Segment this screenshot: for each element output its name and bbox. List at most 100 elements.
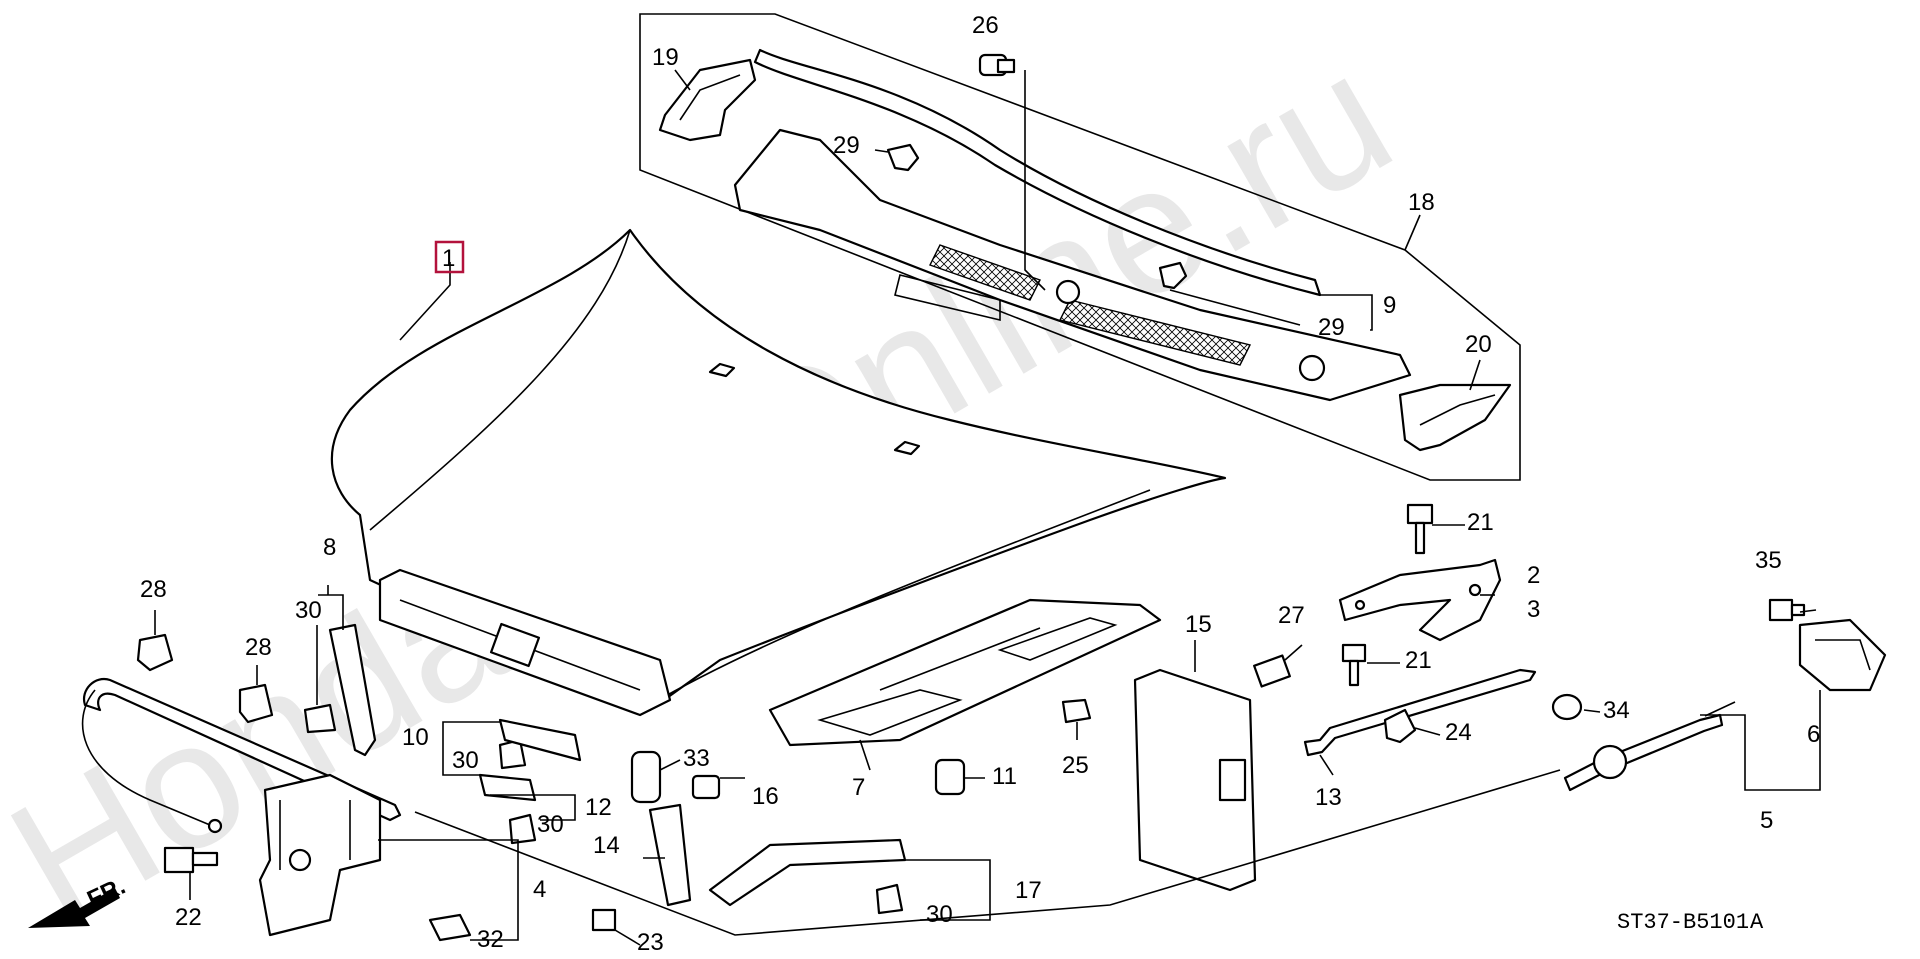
leader-9 xyxy=(1320,294,1373,331)
callout-18[interactable]: 18 xyxy=(1408,189,1435,216)
bolt-21-upper[interactable] xyxy=(1406,503,1434,555)
clip-30-a[interactable] xyxy=(303,703,337,734)
leader-35 xyxy=(1799,609,1817,613)
bolt-23[interactable] xyxy=(591,908,617,932)
bolt-21-lower[interactable] xyxy=(1341,643,1367,687)
callout-12[interactable]: 12 xyxy=(585,794,612,821)
hood-latch[interactable] xyxy=(258,773,382,937)
leader-17-30 xyxy=(905,859,991,921)
callout-26[interactable]: 26 xyxy=(972,12,999,39)
callout-14[interactable]: 14 xyxy=(593,832,620,859)
callout-29-lower[interactable]: 29 xyxy=(1318,314,1345,341)
rod-holder-24[interactable] xyxy=(1383,708,1417,744)
callout-30-d[interactable]: 30 xyxy=(926,901,953,928)
clip-25[interactable] xyxy=(1061,698,1092,724)
callout-2[interactable]: 2 xyxy=(1527,562,1540,589)
cowl-top-panel[interactable] xyxy=(733,128,1412,402)
bracket-14[interactable] xyxy=(648,803,692,907)
callout-21-lower[interactable]: 21 xyxy=(1405,647,1432,674)
callout-33[interactable]: 33 xyxy=(683,745,710,772)
leader-4 xyxy=(378,839,519,941)
hood-emblem-mark xyxy=(708,362,736,378)
callout-30-b[interactable]: 30 xyxy=(452,747,479,774)
clip-28-lower[interactable] xyxy=(238,683,274,724)
leader-19 xyxy=(674,69,691,91)
diagram-code: ST37-B5101 xyxy=(1617,910,1749,935)
clip-32[interactable] xyxy=(428,913,472,942)
callout-27[interactable]: 27 xyxy=(1278,602,1305,629)
callout-17[interactable]: 17 xyxy=(1015,877,1042,904)
bracket-8[interactable] xyxy=(328,623,377,757)
hood-insulator[interactable] xyxy=(768,598,1162,747)
cowl-group-frame xyxy=(639,13,1521,481)
hood-support-rod[interactable] xyxy=(1303,668,1537,757)
hood-front-frame[interactable] xyxy=(378,568,672,717)
leader-8 xyxy=(318,585,344,630)
clip-29-upper[interactable] xyxy=(886,143,920,172)
callout-19[interactable]: 19 xyxy=(652,44,679,71)
leader-1 xyxy=(399,262,451,341)
callout-30-a[interactable]: 30 xyxy=(295,597,322,624)
stay-12[interactable] xyxy=(478,773,537,802)
callout-9[interactable]: 9 xyxy=(1383,292,1396,319)
stay-17[interactable] xyxy=(708,838,907,907)
hood-hinge[interactable] xyxy=(1338,558,1502,642)
callout-28-lower[interactable]: 28 xyxy=(245,634,272,661)
nut-27[interactable] xyxy=(1253,654,1291,688)
diagram-code-suffix: A xyxy=(1750,910,1764,935)
leader-12 xyxy=(490,794,576,821)
hood-panel[interactable] xyxy=(330,228,1227,712)
release-handle[interactable] xyxy=(1798,618,1887,692)
rubber-bumper-16[interactable] xyxy=(691,774,721,800)
bolt-35[interactable] xyxy=(1768,598,1806,622)
callout-32[interactable]: 32 xyxy=(477,926,504,953)
callout-13[interactable]: 13 xyxy=(1315,784,1342,811)
callout-11[interactable]: 11 xyxy=(992,763,1017,790)
callout-1-highlight-box xyxy=(434,240,465,274)
hood-release-cable[interactable] xyxy=(1563,701,1736,792)
callout-28-upper[interactable]: 28 xyxy=(140,576,167,603)
callout-8[interactable]: 8 xyxy=(323,534,336,561)
callout-30-c[interactable]: 30 xyxy=(537,811,564,838)
cushion-11[interactable] xyxy=(934,758,966,796)
seal-plate-15[interactable] xyxy=(1133,668,1257,892)
callout-35[interactable]: 35 xyxy=(1755,547,1782,574)
clip-28-upper[interactable] xyxy=(136,633,174,672)
callout-1[interactable]: 1 xyxy=(442,245,455,272)
clip-26[interactable] xyxy=(978,53,1016,77)
clip-30-d[interactable] xyxy=(875,883,904,915)
grommet-34[interactable] xyxy=(1551,693,1583,721)
callout-15[interactable]: 15 xyxy=(1185,611,1212,638)
leader-29a xyxy=(874,149,889,153)
clip-30-c[interactable] xyxy=(508,813,537,845)
cowl-side-bracket-right[interactable] xyxy=(1398,383,1512,452)
rubber-bumper-33[interactable] xyxy=(630,750,662,804)
leader-7 xyxy=(859,739,871,771)
leader-27 xyxy=(1284,644,1303,661)
callout-22[interactable]: 22 xyxy=(175,904,202,931)
callout-7[interactable]: 7 xyxy=(852,774,865,801)
callout-5[interactable]: 5 xyxy=(1760,807,1773,834)
callout-3[interactable]: 3 xyxy=(1527,596,1540,623)
callout-20[interactable]: 20 xyxy=(1465,331,1492,358)
leader-20 xyxy=(1469,359,1481,391)
bolt-22[interactable] xyxy=(163,846,219,874)
callout-16[interactable]: 16 xyxy=(752,783,779,810)
stay-10[interactable] xyxy=(498,718,582,762)
callout-6[interactable]: 6 xyxy=(1807,721,1820,748)
callout-4[interactable]: 4 xyxy=(533,876,546,903)
callout-21-upper[interactable]: 21 xyxy=(1467,509,1494,536)
callout-10[interactable]: 10 xyxy=(402,724,429,751)
callout-34[interactable]: 34 xyxy=(1603,697,1630,724)
clip-29-lower[interactable] xyxy=(1158,261,1188,290)
callout-24[interactable]: 24 xyxy=(1445,719,1472,746)
cowl-side-bracket-left[interactable] xyxy=(658,58,757,142)
leader-34 xyxy=(1583,709,1601,713)
hood-emblem-mark xyxy=(893,440,921,456)
callout-29-upper[interactable]: 29 xyxy=(833,132,860,159)
callout-23[interactable]: 23 xyxy=(637,929,664,956)
leader-13 xyxy=(1319,754,1334,776)
callout-25[interactable]: 25 xyxy=(1062,752,1089,779)
